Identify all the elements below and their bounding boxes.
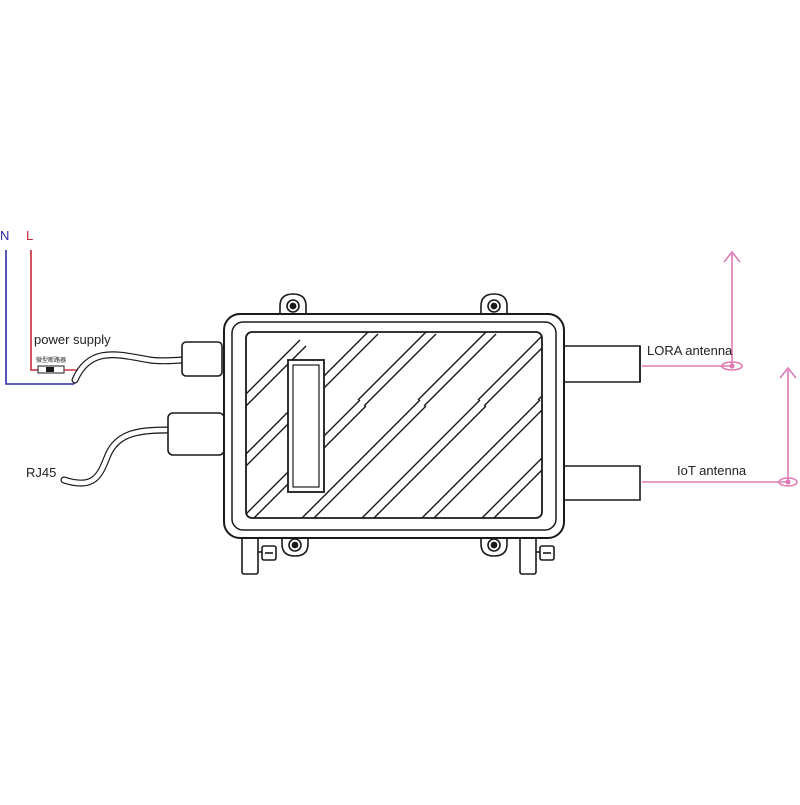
live-wire [30,250,40,371]
breaker-caption: 微型断路器 [36,356,66,364]
rj45-cable-group: RJ45 [26,426,174,487]
label-lora-antenna: LORA antenna [647,343,733,358]
label-power-supply: power supply [34,332,111,347]
enclosure [223,293,565,575]
label-neutral: N [0,228,9,243]
power-wires: N L power supply 微型断路器 [0,228,188,385]
left-glands [167,341,225,456]
lora-antenna [642,250,743,371]
rj45-gland [167,412,225,456]
label-rj45: RJ45 [26,465,56,480]
power-gland [181,341,223,377]
iot-sleeve [562,465,641,501]
right-sleeves [562,345,641,501]
label-live: L [26,228,33,243]
bottom-feet [241,529,555,575]
lid-ribs [246,332,542,518]
label-iot-antenna: IoT antenna [677,463,747,478]
top-ears [279,293,508,318]
bottom-ears [281,536,508,557]
rj45-cable [60,426,174,487]
lora-sleeve [562,345,641,383]
lid-label-window [287,359,325,493]
iot-antenna [642,366,798,487]
neutral-wire [5,250,74,385]
